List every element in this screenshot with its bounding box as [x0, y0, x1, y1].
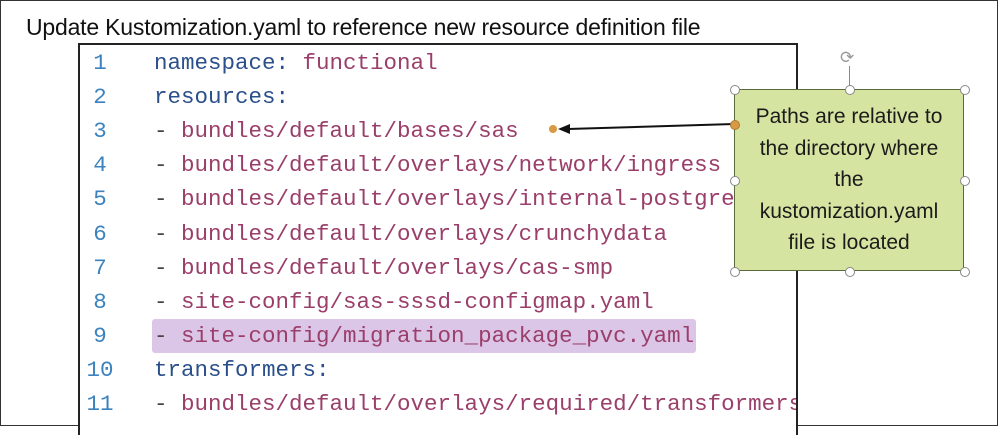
connector-end-handle: [549, 125, 557, 133]
code-line: 7 - bundles/default/overlays/cas-smp: [80, 251, 796, 285]
yaml-val: bundles/default/bases/sas: [181, 118, 519, 145]
yaml-dash: -: [154, 152, 182, 179]
resize-handle-l[interactable]: [730, 176, 740, 186]
yaml-val: bundles/default/overlays/cas-smp: [181, 254, 614, 281]
code-line: 1 namespace: functional: [80, 46, 796, 80]
callout-text: Paths are relative to the directory wher…: [755, 105, 943, 255]
resize-handle-bl[interactable]: [730, 267, 740, 277]
line-number: 10: [86, 356, 114, 383]
highlighted-code-text: - site-config/migration_package_pvc.yaml: [152, 318, 697, 353]
yaml-dash: -: [154, 186, 182, 213]
yaml-key: namespace:: [154, 50, 290, 76]
line-number: 9: [93, 322, 107, 349]
code-snippet: 1 namespace: functional 2 resources: 3 - bund…: [78, 43, 798, 435]
code-text: resources:: [154, 80, 289, 114]
resize-handle-br[interactable]: [960, 267, 970, 277]
code-text: - bundles/default/overlays/internal-post…: [154, 182, 748, 216]
code-line: 9 - site-config/migration_package_pvc.yam…: [80, 318, 796, 353]
code-text: - bundles/default/overlays/crunchydata: [154, 217, 667, 251]
code-line: 2 resources:: [80, 80, 796, 114]
line-number: 7: [93, 254, 107, 281]
callout-arrow: [549, 123, 735, 134]
code-line: 11 - bundles/default/overlays/required/tr…: [80, 387, 796, 421]
yaml-val: site-config/sas-sssd-configmap.yaml: [181, 288, 654, 315]
yaml-val: functional: [302, 50, 438, 76]
yaml-val: site-config/migration_package_pvc.yaml: [181, 322, 695, 349]
line-number: 2: [93, 84, 107, 111]
code-text: - bundles/default/overlays/required/tran…: [154, 387, 796, 421]
resize-handle-b[interactable]: [845, 267, 855, 277]
code-text: transformers:: [154, 353, 330, 387]
line-number: 11: [86, 391, 114, 417]
line-number: 8: [93, 288, 107, 315]
yaml-dash: -: [154, 118, 182, 145]
yaml-key: transformers:: [154, 356, 330, 383]
yaml-dash: -: [154, 391, 182, 417]
code-line: 8 - site-config/sas-sssd-configmap.yaml: [80, 285, 796, 319]
yaml-val: bundles/default/overlays/required/transf…: [181, 391, 796, 417]
code-text: - bundles/default/overlays/cas-smp: [154, 251, 613, 285]
code-text: - site-config/sas-sssd-configmap.yaml: [154, 285, 654, 319]
line-number: 5: [93, 186, 107, 213]
yaml-val: bundles/default/overlays/internal-postgr…: [181, 186, 749, 213]
code-line: 4 - bundles/default/overlays/network/ingr…: [80, 148, 796, 182]
yaml-dash: -: [154, 288, 182, 315]
line-number: 1: [93, 50, 107, 76]
line-number: 6: [93, 220, 107, 247]
callout-box[interactable]: Paths are relative to the directory wher…: [734, 89, 964, 271]
line-number: 3: [93, 118, 107, 145]
code-text: - bundles/default/overlays/network/ingre…: [154, 148, 721, 182]
code-line: 5 - bundles/default/overlays/internal-pos…: [80, 182, 796, 216]
arrow-head-icon: [558, 124, 570, 134]
yaml-val: bundles/default/overlays/network/ingress: [181, 152, 722, 179]
connector-start-handle[interactable]: [730, 120, 740, 130]
arrow-line: [567, 123, 735, 130]
code-line: 6 - bundles/default/overlays/crunchydata: [80, 217, 796, 251]
resize-handle-tr[interactable]: [960, 85, 970, 95]
yaml-dash: -: [154, 254, 182, 281]
code-text: namespace: functional: [154, 46, 438, 80]
yaml-dash: -: [154, 322, 182, 349]
resize-handle-t[interactable]: [845, 85, 855, 95]
code-line: 10 transformers:: [80, 353, 796, 387]
rotate-handle-icon[interactable]: ⟳: [840, 48, 855, 67]
resize-handle-r[interactable]: [960, 176, 970, 186]
rotate-handle-stem: [849, 66, 850, 89]
yaml-val: bundles/default/overlays/crunchydata: [181, 220, 668, 247]
resize-handle-tl[interactable]: [730, 85, 740, 95]
line-number: 4: [93, 152, 107, 179]
code-text: - bundles/default/bases/sas: [154, 114, 519, 148]
yaml-key: resources:: [154, 84, 290, 111]
code-line: 3 - bundles/default/bases/sas: [80, 114, 796, 148]
yaml-dash: -: [154, 220, 182, 247]
slide-title: Update Kustomization.yaml to reference n…: [26, 14, 701, 40]
